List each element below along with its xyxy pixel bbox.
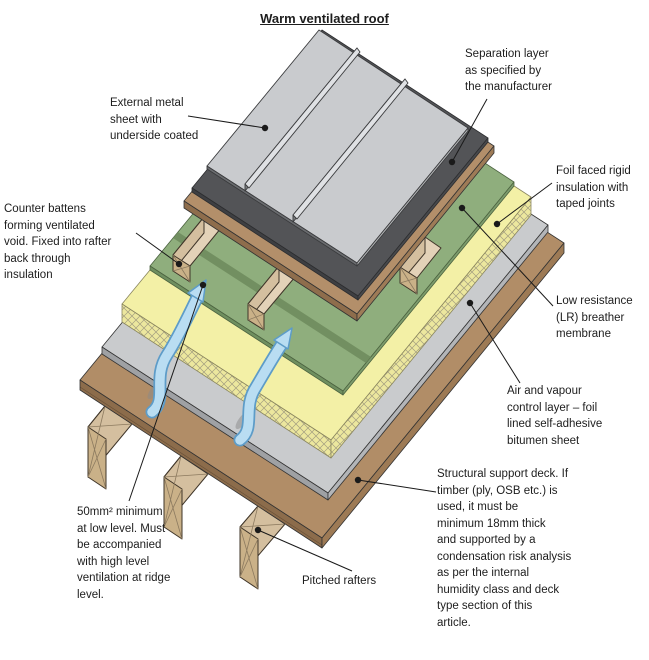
timber-x-mark <box>247 303 265 331</box>
leader-structural-deck <box>357 479 437 493</box>
airflow-arrow-body <box>235 339 287 445</box>
avcl-right-face <box>327 224 549 501</box>
airflow-arrow-body <box>147 293 202 417</box>
label-breather-membrane: Low resistance (LR) breather membrane <box>556 295 633 340</box>
timber-x-mark <box>172 254 191 283</box>
leader-dot <box>354 476 362 484</box>
timber-x-mark <box>163 455 209 540</box>
leader-dot <box>254 526 262 534</box>
counter-battens <box>172 216 442 331</box>
label-ventilation-area: 50mm² minimum at low level. Must be acco… <box>77 506 171 601</box>
label-counter-battens: Counter battens forming ventilated void.… <box>4 203 112 281</box>
label-external-metal-sheet: External metal sheet with underside coat… <box>110 97 199 142</box>
external-metal-sheet <box>206 29 469 267</box>
pitched-rafters <box>87 405 286 590</box>
seam-cap <box>244 47 361 189</box>
leader-dot <box>199 281 207 289</box>
timber-x-mark <box>399 266 418 295</box>
label-foil-insulation: Foil faced rigid insulation with taped j… <box>556 165 631 210</box>
leader-dot <box>458 204 466 212</box>
leader-counter-battens <box>135 232 180 265</box>
label-structural-deck: Structural support deck. If timber (ply,… <box>437 468 572 629</box>
label-avcl: Air and vapour control layer – foil line… <box>507 385 603 447</box>
ventilation-arrows <box>145 279 293 447</box>
deck-right-face <box>321 242 565 549</box>
leader-foil-insulation <box>496 182 553 225</box>
leader-dot <box>466 299 474 307</box>
timber-x-mark <box>87 405 133 490</box>
seam-cap <box>292 78 409 220</box>
metal-right-edge <box>356 127 469 267</box>
leader-pitched-rafters <box>257 529 353 572</box>
airflow-arrow-head <box>273 327 293 350</box>
page-title: Warm ventilated roof <box>260 11 389 26</box>
standing-seam <box>244 47 361 192</box>
separation-right-face <box>357 137 489 301</box>
membrane-right-face <box>342 181 515 396</box>
deck-edge-line <box>79 386 323 546</box>
leader-external-metal <box>187 115 266 129</box>
diagram-title-row: Warm ventilated roof <box>0 10 649 28</box>
leader-dot <box>493 220 501 228</box>
label-separation-layer: Separation layer as specified by the man… <box>465 48 552 93</box>
leader-dot <box>448 158 456 166</box>
label-pitched-rafters: Pitched rafters <box>302 575 377 587</box>
standing-seam <box>292 78 409 223</box>
board-right-face <box>356 145 495 322</box>
leader-ventilation <box>128 284 204 502</box>
leader-dot <box>261 124 269 132</box>
leader-avcl <box>469 302 521 384</box>
leader-separation <box>451 98 488 163</box>
timber-x-mark <box>239 505 286 590</box>
leader-dot <box>175 260 183 268</box>
leader-lines <box>128 98 554 572</box>
leader-breather-membrane <box>461 207 554 307</box>
insulation-right-face-hatched <box>330 196 532 459</box>
